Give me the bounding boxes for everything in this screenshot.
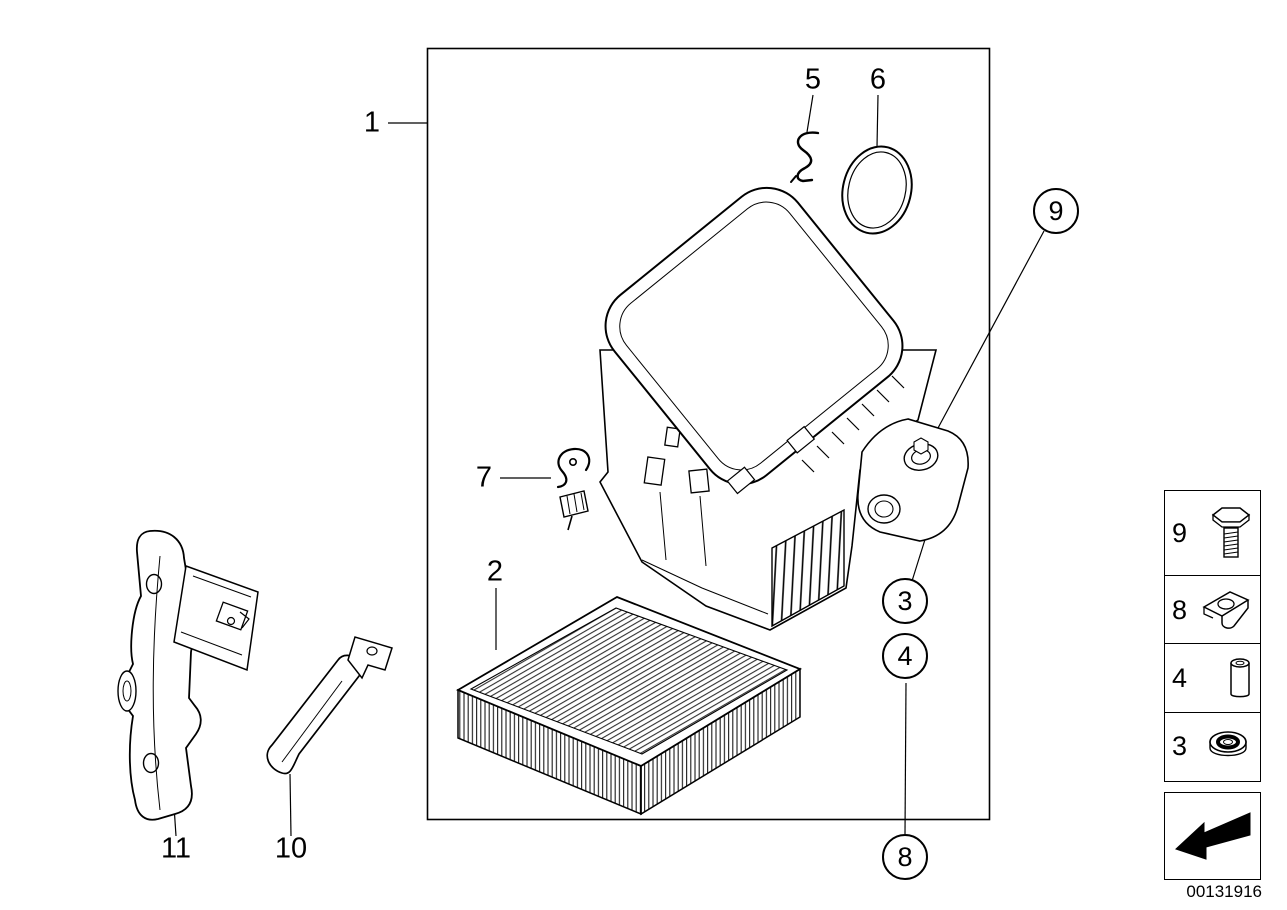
- housing-rib-section: [771, 508, 845, 628]
- bolt-head-detail: [913, 437, 929, 455]
- housing-mounting-bracket: [857, 418, 969, 542]
- main-group-frame: [426, 47, 991, 821]
- legend-item-9[interactable]: 9: [1164, 490, 1261, 577]
- diagram-part-number: 00131916: [1186, 882, 1262, 901]
- callout-11[interactable]: 11: [160, 832, 192, 865]
- legend-item-3-label: 3: [1172, 731, 1188, 762]
- sealing-ring: [841, 145, 913, 235]
- legend-item-9-label: 9: [1172, 518, 1188, 548]
- legend-direction-cell[interactable]: [1164, 792, 1261, 880]
- spacer-sleeve-icon: [1227, 655, 1253, 701]
- support-bracket: [266, 636, 393, 775]
- callout-6[interactable]: 6: [869, 63, 887, 96]
- callout-1[interactable]: 1: [363, 106, 381, 139]
- housing-latch-clips: [643, 426, 710, 494]
- rubber-grommet-icon: [1203, 726, 1253, 768]
- callout-10[interactable]: 10: [274, 832, 308, 865]
- hex-bolt-icon: [1209, 505, 1253, 563]
- callout-5[interactable]: 5: [804, 63, 822, 96]
- callout-3-circle[interactable]: 3: [882, 578, 928, 624]
- legend-item-4-label: 4: [1172, 662, 1188, 693]
- spring-clip-icon: [1199, 587, 1253, 633]
- fastener-legend: 9 8: [1164, 490, 1261, 782]
- air-filter-element: [455, 596, 803, 816]
- callout-9-circle[interactable]: 9: [1033, 188, 1079, 234]
- legend-item-3[interactable]: 3: [1164, 711, 1261, 782]
- legend-item-4[interactable]: 4: [1164, 643, 1261, 714]
- callout-4-circle[interactable]: 4: [882, 633, 928, 679]
- legend-item-8-label: 8: [1172, 594, 1188, 625]
- callout-8-circle[interactable]: 8: [882, 834, 928, 880]
- housing-serrations: [801, 375, 905, 473]
- legend-item-8[interactable]: 8: [1164, 575, 1261, 646]
- callout-2[interactable]: 2: [486, 555, 504, 588]
- intake-silencer-cover: [604, 186, 904, 495]
- direction-arrow-icon: [1170, 801, 1256, 872]
- retaining-clip: [790, 131, 820, 183]
- hose-clamp-clip: [556, 447, 591, 531]
- bracket-plate: [173, 564, 259, 672]
- callout-7[interactable]: 7: [475, 461, 493, 494]
